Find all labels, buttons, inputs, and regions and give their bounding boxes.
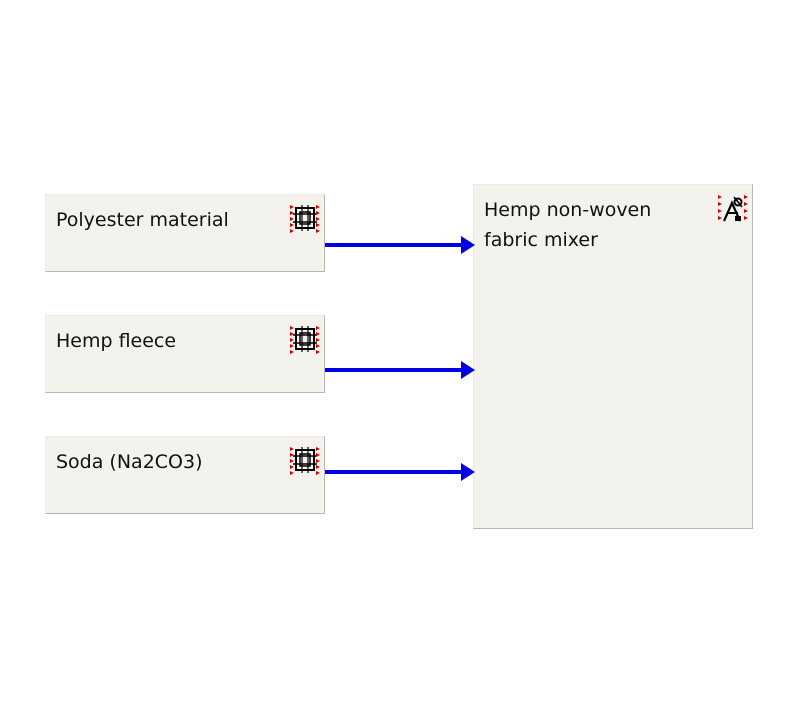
component-chip-icon <box>290 205 320 233</box>
input-node-soda[interactable]: Soda (Na2CO3) <box>45 436 325 514</box>
edge-hemp-fleece-to-mixer <box>325 361 475 379</box>
node-label: Polyester material <box>56 209 229 231</box>
mixer-process-icon <box>718 195 748 222</box>
component-chip-icon <box>290 326 320 354</box>
node-label: Hemp non-woven fabric mixer <box>484 199 652 251</box>
edge-polyester-to-mixer <box>325 236 475 254</box>
input-node-hemp-fleece[interactable]: Hemp fleece <box>45 315 325 393</box>
node-label: Soda (Na2CO3) <box>56 451 203 473</box>
process-node-hemp-mixer[interactable]: Hemp non-woven fabric mixer <box>473 184 753 529</box>
edge-soda-to-mixer <box>325 463 475 481</box>
input-node-polyester-material[interactable]: Polyester material <box>45 194 325 272</box>
component-chip-icon <box>290 447 320 475</box>
node-label: Hemp fleece <box>56 330 177 352</box>
